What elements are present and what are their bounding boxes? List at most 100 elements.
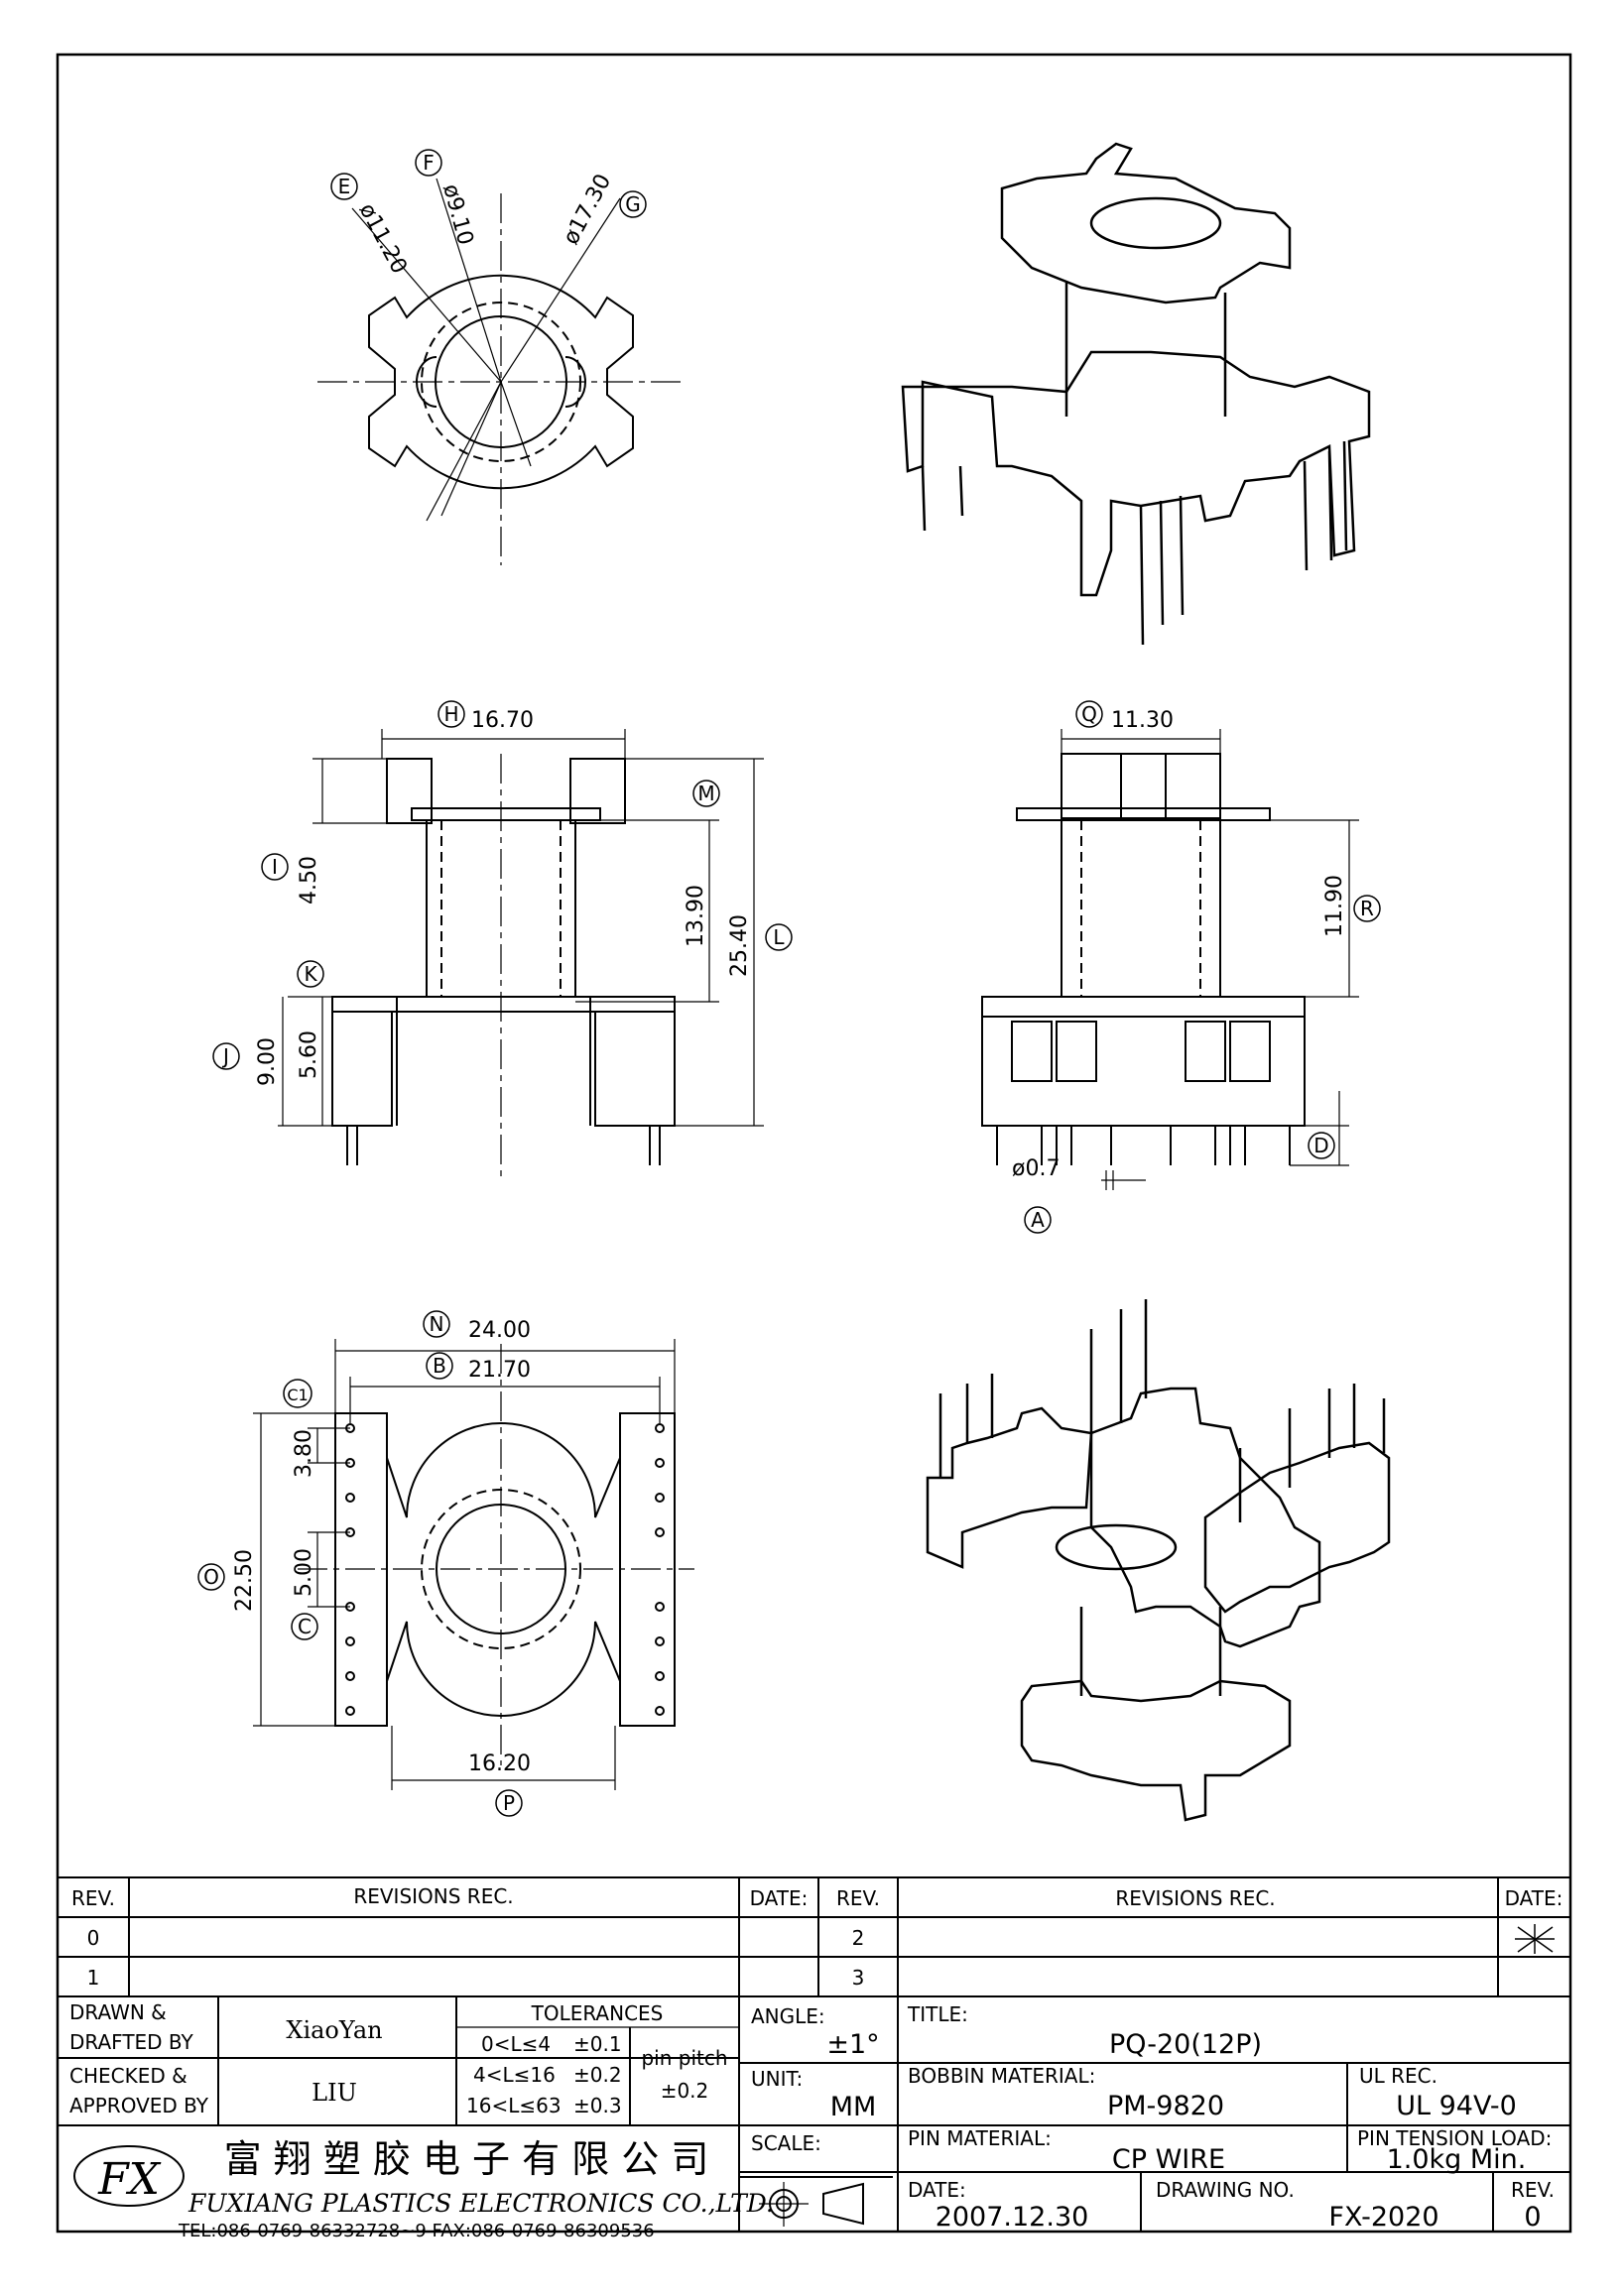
dim-g-value: ø17.30	[559, 171, 616, 249]
angle-value: ±1°	[826, 2029, 879, 2060]
checked-label: CHECKED &	[69, 2064, 187, 2088]
pin-pitch-label: pin pitch	[641, 2046, 727, 2070]
label-C: C	[298, 1615, 312, 1638]
dim-l-value: 25.40	[727, 914, 752, 977]
scale-label: SCALE:	[751, 2131, 821, 2155]
isometric-view-top	[901, 142, 1371, 646]
sheet-border	[56, 53, 1572, 2234]
label-P: P	[503, 1791, 515, 1815]
top-view-labels: E F G ø11.20 ø9.10 ø17.30	[330, 149, 647, 278]
rev-row-0: 0	[87, 1926, 100, 1950]
title-label: TITLE:	[907, 2002, 968, 2026]
unit-label: UNIT:	[751, 2067, 803, 2091]
dim-a-value: ø0.7	[1012, 1156, 1060, 1181]
date-header-left: DATE:	[750, 1886, 809, 1910]
approved-label: APPROVED BY	[69, 2094, 209, 2117]
title-value: PQ-20(12P)	[1109, 2029, 1262, 2060]
dim-j-value: 9.00	[255, 1037, 280, 1086]
front-view-labels: H 16.70 I 4.50 M 13.90 L 25.40 K 5.60 J …	[212, 700, 793, 1086]
checked-value: LIU	[312, 2079, 357, 2107]
company-logo: FX	[73, 2145, 185, 2207]
bottom-view	[253, 1339, 694, 1790]
company-name-chinese: 富 翔 塑 胶 电 子 有 限 公 司	[224, 2137, 709, 2181]
pin-material-value: CP WIRE	[1112, 2144, 1225, 2175]
logo-text: FX	[97, 2154, 162, 2205]
date-header-right: DATE:	[1505, 1886, 1563, 1910]
bobbin-material-value: PM-9820	[1107, 2091, 1224, 2121]
label-D: D	[1313, 1134, 1328, 1157]
label-H: H	[443, 702, 458, 726]
label-C1: C1	[287, 1386, 308, 1404]
tol-row-2-range: 4<L≤16	[473, 2063, 556, 2087]
bottom-view-labels: N 24.00 B 21.70 C1 3.80 O 22.50 5.00 C 1…	[197, 1310, 531, 1817]
tolerances-label: TOLERANCES	[531, 2001, 664, 2025]
label-E: E	[338, 175, 351, 198]
unit-value: MM	[830, 2092, 877, 2122]
dim-e-value: ø11.20	[354, 199, 412, 278]
label-I: I	[272, 855, 278, 879]
label-A: A	[1031, 1208, 1045, 1232]
dim-c1-value: 3.80	[292, 1429, 316, 1478]
revisions-rec-left: REVISIONS REC.	[353, 1884, 513, 1908]
drawing-no-value: FX-2020	[1328, 2202, 1438, 2233]
dim-p-value: 16.20	[468, 1752, 531, 1776]
drawn-value: XiaoYan	[286, 2016, 382, 2044]
drawn-label: DRAWN &	[69, 2000, 167, 2024]
pin-tension-label: PIN TENSION LOAD:	[1357, 2126, 1552, 2150]
label-R: R	[1360, 897, 1374, 920]
label-B: B	[433, 1354, 446, 1378]
rev-header-right: REV.	[836, 1886, 880, 1910]
rev-value-bottom: 0	[1524, 2202, 1541, 2233]
rev-label-bottom: REV.	[1511, 2178, 1555, 2202]
dim-c-value: 5.00	[292, 1548, 316, 1597]
ul-rec-value: UL 94V-0	[1396, 2091, 1517, 2121]
date-value: 2007.12.30	[936, 2202, 1089, 2233]
dim-b-value: 21.70	[468, 1358, 531, 1383]
bobbin-material-label: BOBBIN MATERIAL:	[908, 2064, 1095, 2088]
angle-label: ANGLE:	[751, 2004, 825, 2028]
dim-f-value: ø9.10	[437, 181, 477, 248]
pin-material-label: PIN MATERIAL:	[908, 2126, 1052, 2150]
drafted-label: DRAFTED BY	[69, 2030, 194, 2054]
label-G: G	[625, 192, 641, 216]
dim-k-value: 5.60	[297, 1030, 321, 1079]
tol-row-1-value: ±0.1	[573, 2032, 622, 2056]
top-view	[317, 178, 685, 565]
dim-r-value: 11.90	[1322, 875, 1347, 937]
label-N: N	[430, 1312, 444, 1336]
label-L: L	[773, 925, 785, 949]
tol-row-1-range: 0<L≤4	[481, 2032, 551, 2056]
revisions-rec-right: REVISIONS REC.	[1115, 1886, 1275, 1910]
label-F: F	[423, 151, 435, 175]
label-J: J	[221, 1044, 229, 1068]
label-O: O	[203, 1565, 219, 1589]
front-view	[278, 729, 764, 1180]
pin-tension-value: 1.0kg Min.	[1387, 2144, 1527, 2175]
isometric-view-bottom	[926, 1299, 1391, 1822]
label-Q: Q	[1081, 702, 1097, 726]
pin-pitch-value: ±0.2	[661, 2079, 709, 2103]
dim-h-value: 16.70	[471, 708, 534, 733]
side-view	[981, 729, 1359, 1190]
dim-n-value: 24.00	[468, 1318, 531, 1343]
ul-rec-label: UL REC.	[1359, 2064, 1437, 2088]
label-M: M	[697, 782, 714, 805]
tol-row-2-value: ±0.2	[573, 2063, 622, 2087]
dim-i-value: 4.50	[297, 856, 321, 905]
side-view-labels: Q 11.30 R 11.90 D ø0.7 A	[1012, 700, 1381, 1234]
company-name-english: FUXIANG PLASTICS ELECTRONICS CO.,LTD.	[187, 2189, 774, 2218]
dim-o-value: 22.50	[232, 1549, 257, 1612]
label-K: K	[304, 962, 317, 986]
rev-row-2: 2	[852, 1926, 865, 1950]
rev-row-1: 1	[87, 1966, 100, 1990]
drawing-no-label: DRAWING NO.	[1156, 2178, 1295, 2202]
date-label: DATE:	[908, 2178, 966, 2202]
title-block-text: REV. REVISIONS REC. DATE: REV. REVISIONS…	[69, 1884, 1562, 2241]
tol-row-3-range: 16<L≤63	[466, 2094, 562, 2117]
title-block-grid	[58, 1876, 1570, 2232]
tol-row-3-value: ±0.3	[573, 2094, 622, 2117]
dim-m-value: 13.90	[684, 885, 708, 947]
rev-row-3: 3	[852, 1966, 865, 1990]
dim-q-value: 11.30	[1111, 708, 1174, 733]
